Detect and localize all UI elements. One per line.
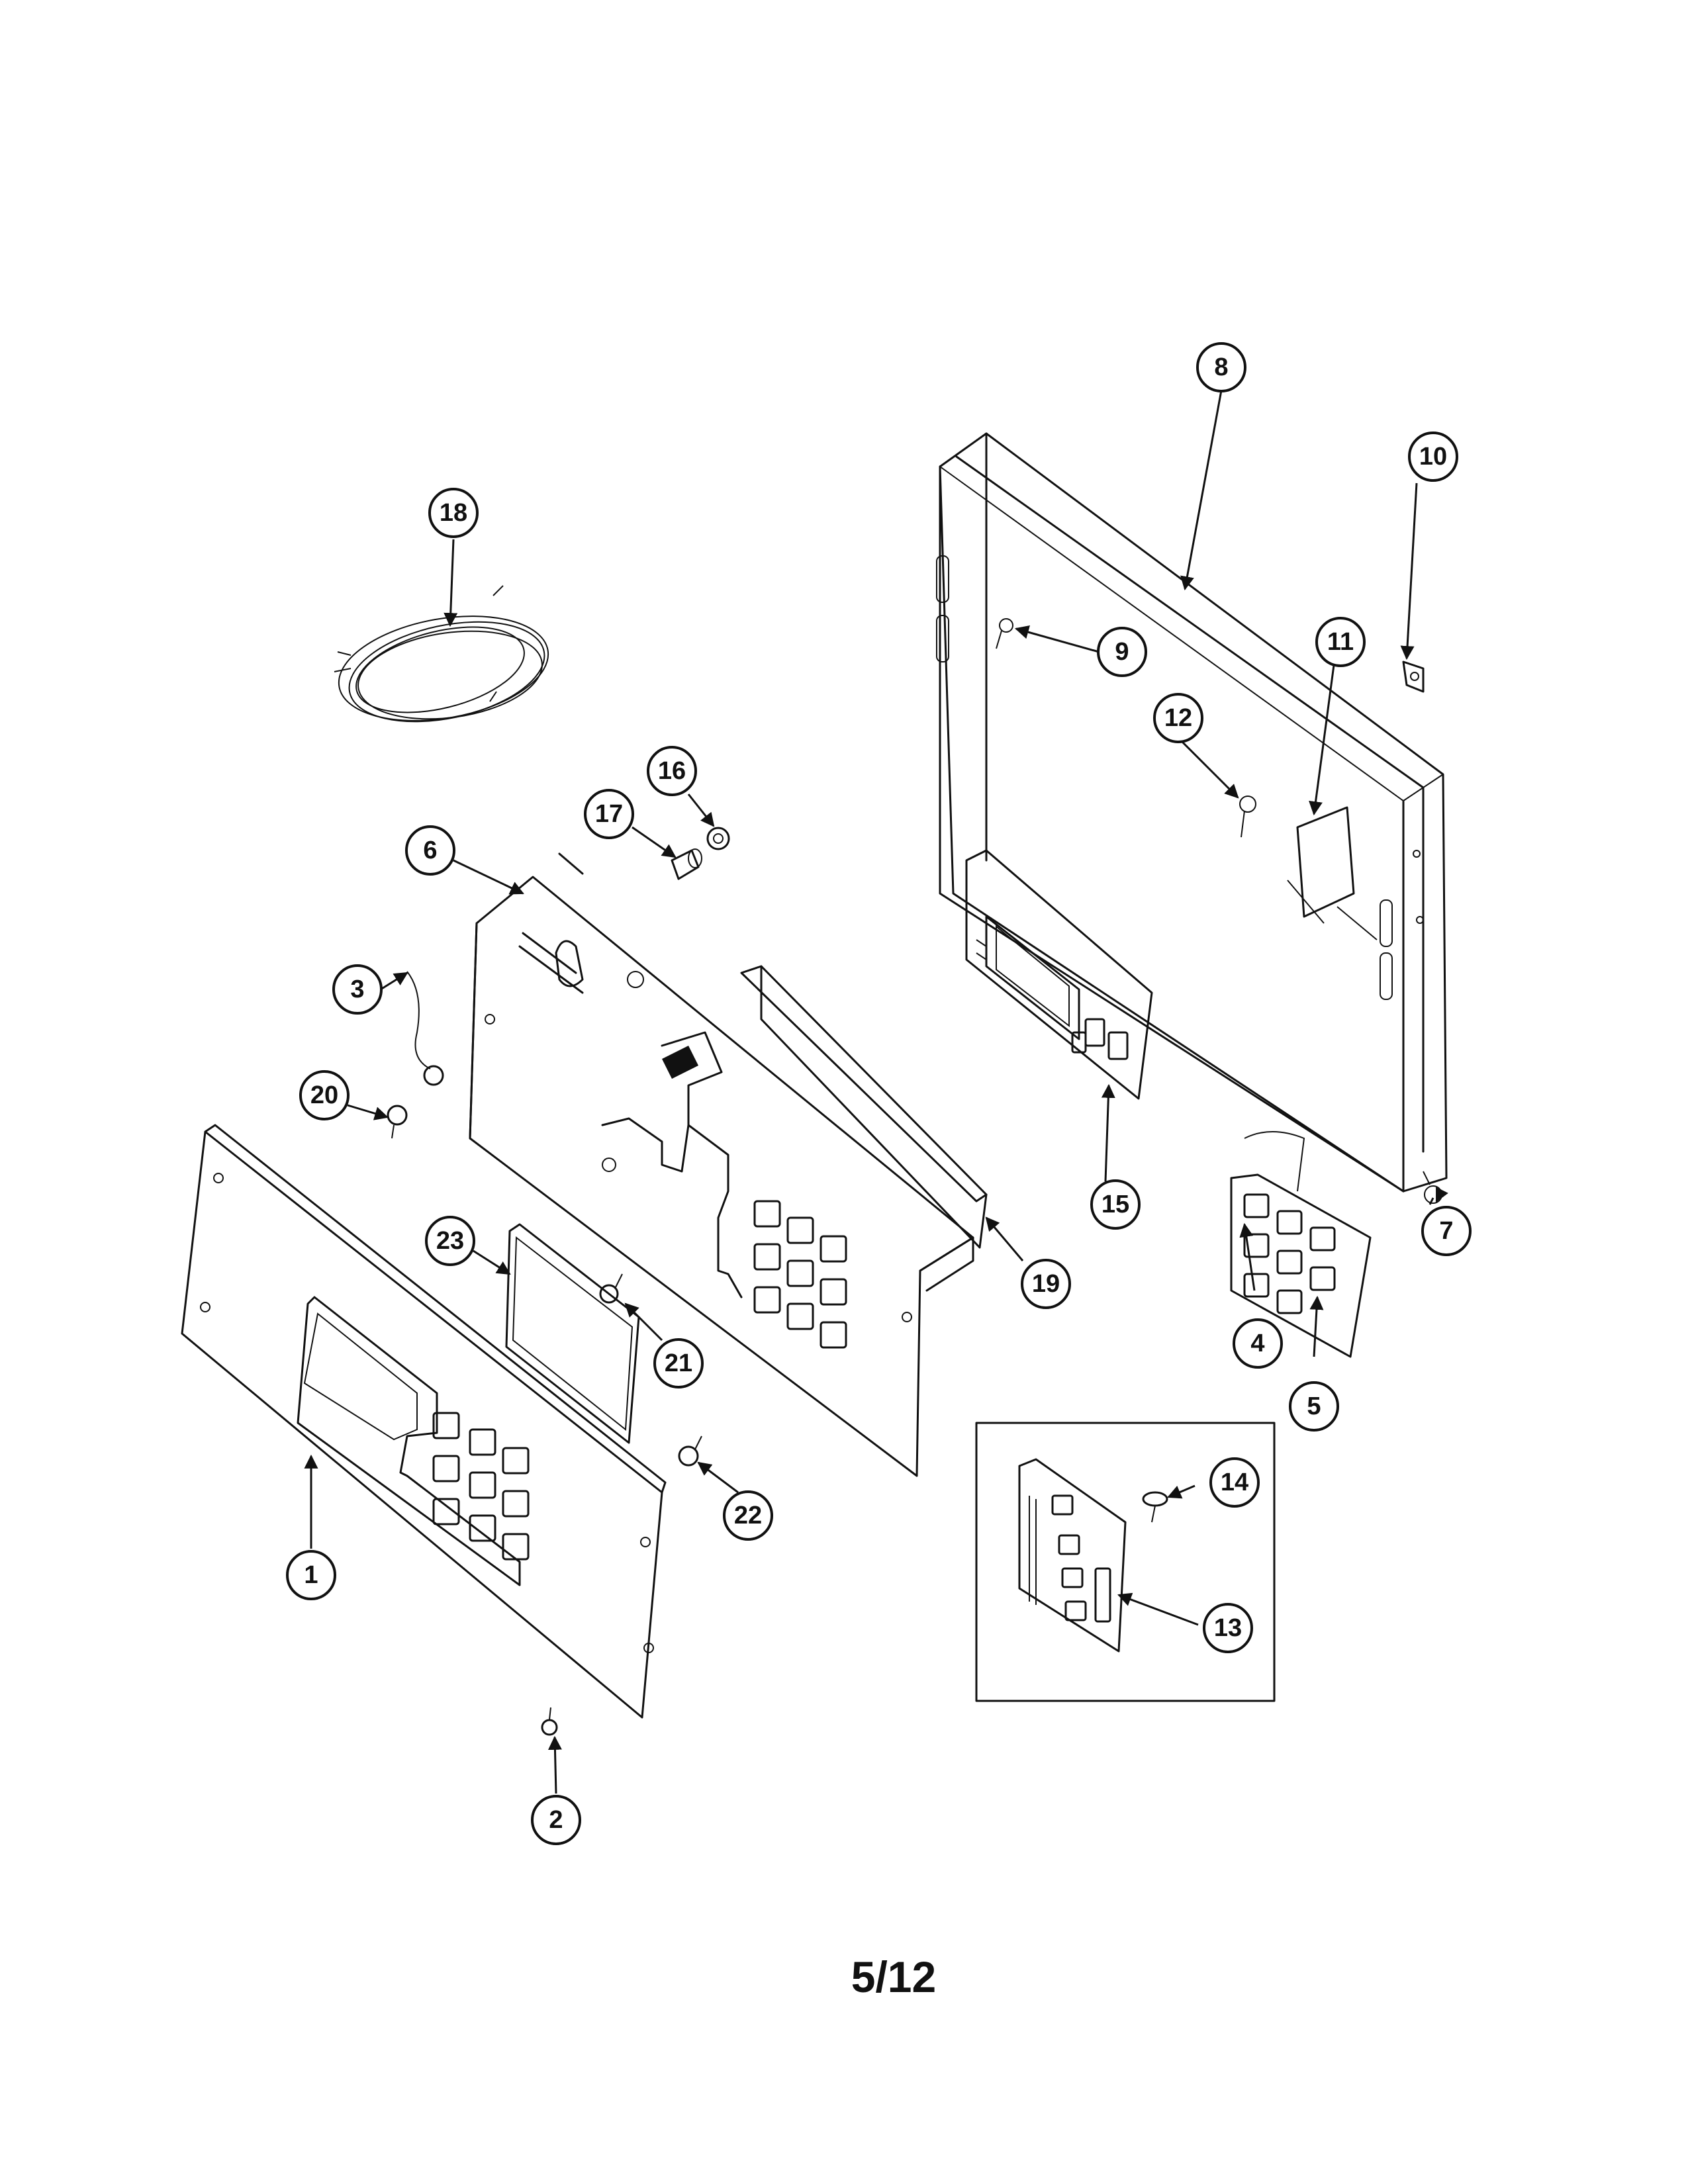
callout-13: 13: [1203, 1603, 1253, 1653]
callout-1: 1: [286, 1550, 336, 1600]
part-13-relay-board: [1018, 1458, 1127, 1653]
svg-text:6: 6: [423, 837, 437, 864]
svg-text:4: 4: [1250, 1330, 1264, 1357]
callout-8: 8: [1196, 342, 1246, 392]
callout-3: 3: [332, 964, 383, 1015]
svg-text:10: 10: [1419, 443, 1447, 471]
part-14-standoff: [1142, 1491, 1168, 1523]
part-3-ground-wire: [406, 971, 444, 1086]
part-22-screw: [678, 1435, 702, 1467]
callout-23: 23: [425, 1216, 475, 1266]
svg-text:11: 11: [1327, 628, 1354, 656]
callout-7: 7: [1421, 1206, 1472, 1256]
part-16-nut: [706, 827, 730, 850]
svg-text:22: 22: [734, 1502, 762, 1529]
svg-text:21: 21: [665, 1349, 692, 1377]
callout-14: 14: [1209, 1457, 1260, 1508]
svg-text:12: 12: [1164, 704, 1192, 732]
part-4-5-keypad: [1230, 1131, 1372, 1358]
part-20-screw: [387, 1105, 408, 1139]
svg-text:20: 20: [310, 1081, 338, 1109]
callout-18: 18: [428, 488, 479, 538]
callout-5: 5: [1289, 1381, 1339, 1432]
svg-text:17: 17: [595, 800, 623, 828]
part-1-front-panel: [181, 1124, 667, 1719]
callout-6: 6: [405, 825, 455, 876]
svg-text:7: 7: [1439, 1217, 1453, 1245]
svg-text:16: 16: [658, 757, 686, 785]
svg-text:2: 2: [549, 1806, 563, 1834]
svg-text:8: 8: [1214, 353, 1228, 381]
svg-text:9: 9: [1115, 638, 1129, 666]
part-15-control-board: [965, 849, 1153, 1100]
svg-text:13: 13: [1214, 1614, 1242, 1642]
svg-text:14: 14: [1221, 1469, 1248, 1496]
callout-16: 16: [647, 746, 697, 796]
part-21-screw: [599, 1273, 623, 1304]
front-panel-button-grid: [432, 1412, 530, 1561]
backplate-button-grid: [753, 1200, 847, 1349]
callout-9: 9: [1097, 627, 1147, 677]
part-23-display-lens: [505, 1223, 640, 1444]
part-6-backplate: [469, 852, 974, 1477]
part-12-screw: [1239, 796, 1256, 838]
callout-21: 21: [653, 1338, 704, 1388]
svg-text:19: 19: [1032, 1270, 1060, 1298]
callout-12: 12: [1153, 693, 1203, 743]
callout-22: 22: [723, 1490, 773, 1541]
svg-text:15: 15: [1102, 1191, 1129, 1218]
callout-19: 19: [1021, 1259, 1071, 1309]
callout-4: 4: [1233, 1318, 1283, 1369]
svg-text:18: 18: [440, 499, 467, 527]
callout-17: 17: [584, 789, 634, 839]
svg-text:1: 1: [304, 1561, 318, 1589]
callout-20: 20: [299, 1070, 350, 1120]
leader-lines: [304, 390, 1448, 1794]
part-18-wire-harness: [334, 585, 549, 723]
svg-text:3: 3: [350, 976, 364, 1003]
callout-2: 2: [531, 1795, 581, 1845]
callout-11: 11: [1315, 617, 1366, 667]
part-17-bushing: [671, 848, 702, 880]
page-number: 5/12: [851, 1952, 936, 2001]
svg-text:5: 5: [1307, 1392, 1321, 1420]
callout-10: 10: [1408, 432, 1458, 482]
part-10-clip: [1402, 660, 1425, 693]
callout-15: 15: [1090, 1179, 1141, 1230]
part-9-screw: [996, 618, 1013, 649]
part-19-strip: [740, 965, 988, 1249]
inset-box: [975, 1422, 1276, 1702]
part-8-rear-housing: [936, 432, 1448, 1193]
part-2-screw: [541, 1707, 558, 1736]
svg-text:23: 23: [436, 1227, 464, 1255]
